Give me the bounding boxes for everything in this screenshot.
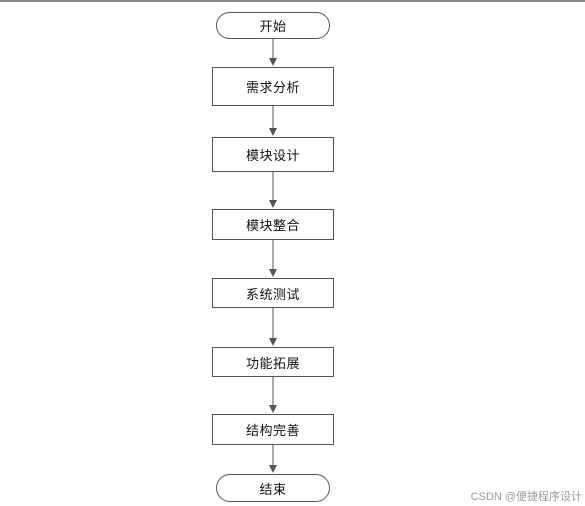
process-step-3: 模块整合	[212, 209, 334, 240]
process-step-5: 功能拓展	[212, 347, 334, 377]
process-step-3-label: 模块整合	[245, 219, 300, 234]
process-step-4: 系统测试	[212, 278, 334, 308]
process-step-1-label: 需求分析	[245, 81, 300, 96]
process-step-2: 模块设计	[212, 137, 334, 172]
process-step-5-label: 功能拓展	[245, 356, 300, 372]
process-step-2-label: 模块设计	[245, 149, 300, 164]
watermark-text: CSDN @便捷程序设计	[470, 491, 582, 503]
start-node-label: 开始	[259, 20, 287, 35]
top-border-line	[0, 0, 585, 2]
process-step-1: 需求分析	[212, 67, 334, 106]
process-step-4-label: 系统测试	[245, 287, 300, 303]
start-node: 开始	[216, 12, 330, 39]
end-node-label: 结束	[259, 482, 287, 498]
process-step-6-label: 结构完善	[245, 424, 300, 439]
end-node: 结束	[216, 474, 330, 502]
process-step-6: 结构完善	[212, 414, 334, 445]
